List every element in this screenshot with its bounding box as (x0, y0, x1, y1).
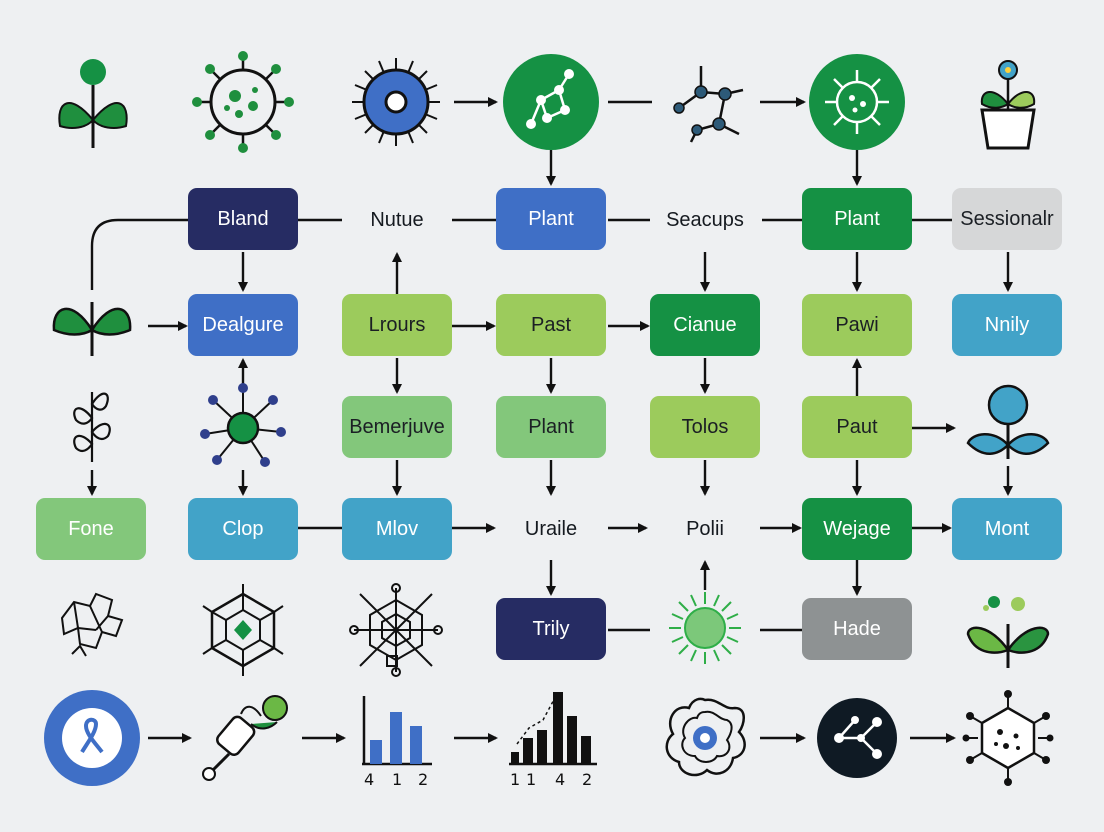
hex-network-icon (349, 583, 443, 677)
bar-chart-icon (509, 692, 597, 766)
sprout-icon (52, 302, 132, 356)
bar-chart-icon (362, 696, 432, 766)
seedling-icon (966, 596, 1050, 668)
flower-icon (966, 384, 1050, 459)
node-plant-top: Plant (496, 188, 606, 250)
network-node-icon (200, 383, 286, 467)
node-clop: Clop (188, 498, 298, 560)
node-bemerjuve: Bemerjuve (342, 396, 452, 458)
node-lrours: Lrours (342, 294, 452, 356)
node-paut: Paut (802, 396, 912, 458)
tick-label: 4 (364, 770, 374, 789)
tick-label: 1 (526, 770, 536, 789)
sprout-icon (58, 59, 128, 148)
node-mont: Mont (952, 498, 1062, 560)
network-circle-icon (817, 698, 897, 778)
node-hade: Hade (802, 598, 912, 660)
label-nutue: Nutue (370, 208, 424, 231)
connectors (87, 97, 1013, 743)
pipette-icon (202, 695, 288, 781)
amoeba-cell-icon (665, 697, 746, 777)
tick-label: 2 (582, 770, 592, 789)
node-pawi: Pawi (802, 294, 912, 356)
node-past: Past (496, 294, 606, 356)
node-wejage: Wejage (802, 498, 912, 560)
tick-label: 1 (392, 770, 402, 789)
cell-icon (352, 58, 440, 146)
node-cianue: Cianue (650, 294, 760, 356)
label-polii: Polii (686, 517, 724, 540)
node-tolos: Tolos (650, 396, 760, 458)
node-mlov: Mlov (342, 498, 452, 560)
node-dealgure: Dealgure (188, 294, 298, 356)
node-plant-top-2: Plant (802, 188, 912, 250)
leaf-branch-icon (73, 392, 111, 462)
node-sessionalr: Sessionalr (952, 188, 1062, 250)
hex-crystal-icon (202, 584, 284, 676)
hex-virus-icon (962, 690, 1054, 786)
molecule-circle-icon (503, 54, 599, 150)
potted-plant-icon (980, 60, 1036, 150)
node-fone: Fone (36, 498, 146, 560)
label-seacups: Seacups (666, 208, 744, 231)
tick-label: 1 (510, 770, 520, 789)
molecule-icon (673, 66, 744, 143)
node-bland: Bland (188, 188, 298, 250)
node-nnily: Nnily (952, 294, 1062, 356)
node-plant-mid: Plant (496, 396, 606, 458)
label-uraile: Uraile (524, 517, 578, 540)
tick-label: 4 (555, 770, 565, 789)
virus-circle-icon (809, 54, 905, 150)
line-connector (90, 218, 188, 290)
node-trily: Trily (496, 598, 606, 660)
fragment-icon (60, 592, 124, 657)
dna-badge-icon (44, 690, 140, 786)
tick-label: 2 (418, 770, 428, 789)
virus-icon (192, 51, 294, 153)
sun-cell-icon (669, 592, 741, 664)
